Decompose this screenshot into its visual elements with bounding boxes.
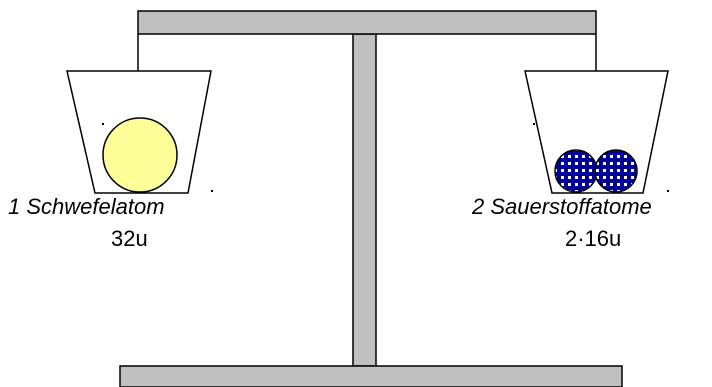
dot-mark	[533, 123, 535, 125]
left-pan-mass: 32u	[111, 226, 148, 251]
sulfur-atom	[102, 117, 178, 193]
dot-mark	[211, 190, 213, 192]
oxygen-atom-1	[554, 149, 598, 193]
right-pan-mass: 2·16u	[565, 226, 622, 251]
scale-post	[352, 33, 377, 367]
scale-base	[119, 365, 623, 387]
right-pan-label: 2 Sauerstoffatome	[472, 194, 652, 219]
scale-beam	[137, 10, 597, 35]
left-pan-label: 1 Schwefelatom	[8, 194, 165, 219]
oxygen-atom-2	[594, 149, 638, 193]
dot-mark	[667, 190, 669, 192]
dot-mark	[102, 123, 104, 125]
